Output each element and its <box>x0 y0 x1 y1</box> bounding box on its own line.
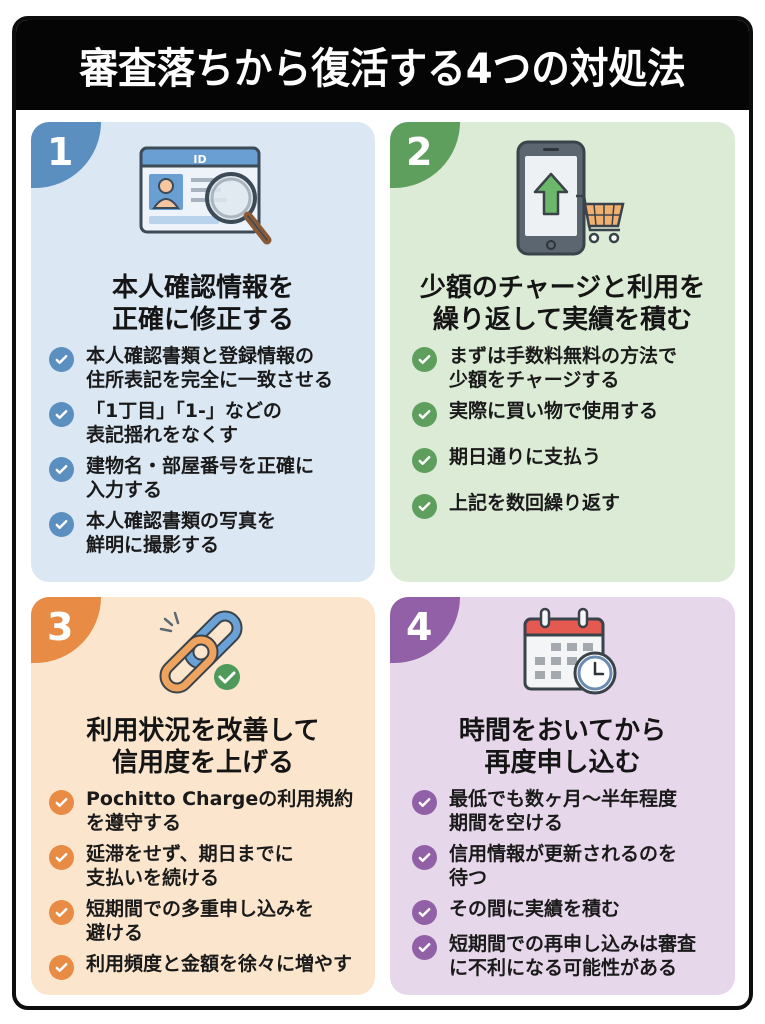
step-badge-2: 2 <box>390 122 460 188</box>
check-icon <box>49 900 74 925</box>
list-item: 最低でも数ヶ月〜半年程度期間を空ける <box>412 787 727 835</box>
list-item: 信用情報が更新されるのを待つ <box>412 842 727 890</box>
step-badge-4: 4 <box>390 597 460 663</box>
calendar-clock-icon <box>521 607 621 699</box>
check-icon <box>412 347 437 372</box>
list-item: 本人確認書類と登録情報の住所表記を完全に一致させる <box>49 344 367 392</box>
check-icon <box>49 347 74 372</box>
step-badge-3: 3 <box>31 597 101 663</box>
list-item: まずは手数料無料の方法で少額をチャージする <box>412 344 727 392</box>
check-icon <box>49 457 74 482</box>
card-3-improve-usage: 3 利用状況を改善して 信用度を上げる Pochitto Chargeの利用規 <box>31 597 375 995</box>
phone-upload-cart-icon <box>516 140 626 258</box>
card-2-build-history: 2 少額のチャージと利用を 繰り返して実績を積む <box>390 122 735 582</box>
header-banner: 審査落ちから復活する4つの対処法 <box>16 20 749 110</box>
card-title: 本人確認情報を 正確に修正する <box>111 273 294 335</box>
check-icon <box>49 790 74 815</box>
id-label: ID <box>193 153 206 166</box>
check-icon <box>49 955 74 980</box>
list-item: 短期間での再申し込みは審査に不利になる可能性がある <box>412 932 727 980</box>
list-item: 建物名・部屋番号を正確に入力する <box>49 454 367 502</box>
step-badge-1: 1 <box>31 122 101 188</box>
checklist: Pochitto Chargeの利用規約を遵守する 延滞をせず、期日までに支払い… <box>49 787 367 987</box>
check-icon <box>49 512 74 537</box>
check-icon <box>49 402 74 427</box>
card-4-reapply-later: 4 時間をおいてから 再度申し込む <box>390 597 735 995</box>
step-number: 1 <box>47 130 74 174</box>
card-title: 利用状況を改善して 信用度を上げる <box>86 716 320 778</box>
page-title: 審査落ちから復活する4つの対処法 <box>79 43 686 93</box>
list-item: その間に実績を積む <box>412 897 727 925</box>
checklist: まずは手数料無料の方法で少額をチャージする 実際に買い物で使用する 期日通りに支… <box>412 344 727 526</box>
checklist: 本人確認書類と登録情報の住所表記を完全に一致させる 「1丁目」「1-」などの表記… <box>49 344 367 564</box>
check-icon <box>412 935 437 960</box>
check-icon <box>412 790 437 815</box>
chain-link-check-icon <box>153 607 253 699</box>
check-icon <box>412 900 437 925</box>
check-icon <box>412 402 437 427</box>
card-title: 少額のチャージと利用を 繰り返して実績を積む <box>419 273 706 335</box>
infographic-frame: 審査落ちから復活する4つの対処法 1 ID <box>12 16 753 1010</box>
list-item: 「1丁目」「1-」などの表記揺れをなくす <box>49 399 367 447</box>
check-icon <box>412 845 437 870</box>
card-1-fix-identity: 1 ID 本人確認情報を 正確に修正する <box>31 122 375 582</box>
list-item: 期日通りに支払う <box>412 445 727 473</box>
checklist: 最低でも数ヶ月〜半年程度期間を空ける 信用情報が更新されるのを待つ その間に実績… <box>412 787 727 987</box>
list-item: 本人確認書類の写真を鮮明に撮影する <box>49 509 367 557</box>
id-card-magnifier-icon: ID <box>139 142 279 252</box>
list-item: 実際に買い物で使用する <box>412 399 727 427</box>
card-title: 時間をおいてから 再度申し込む <box>458 716 667 778</box>
step-number: 3 <box>47 605 74 649</box>
check-icon <box>412 448 437 473</box>
list-item: 短期間での多重申し込みを避ける <box>49 897 367 945</box>
list-item: 上記を数回繰り返す <box>412 491 727 519</box>
list-item: 利用頻度と金額を徐々に増やす <box>49 952 367 980</box>
step-number: 2 <box>406 130 433 174</box>
list-item: Pochitto Chargeの利用規約を遵守する <box>49 787 367 835</box>
check-icon <box>412 494 437 519</box>
check-icon <box>49 845 74 870</box>
list-item: 延滞をせず、期日までに支払いを続ける <box>49 842 367 890</box>
step-number: 4 <box>406 605 433 649</box>
